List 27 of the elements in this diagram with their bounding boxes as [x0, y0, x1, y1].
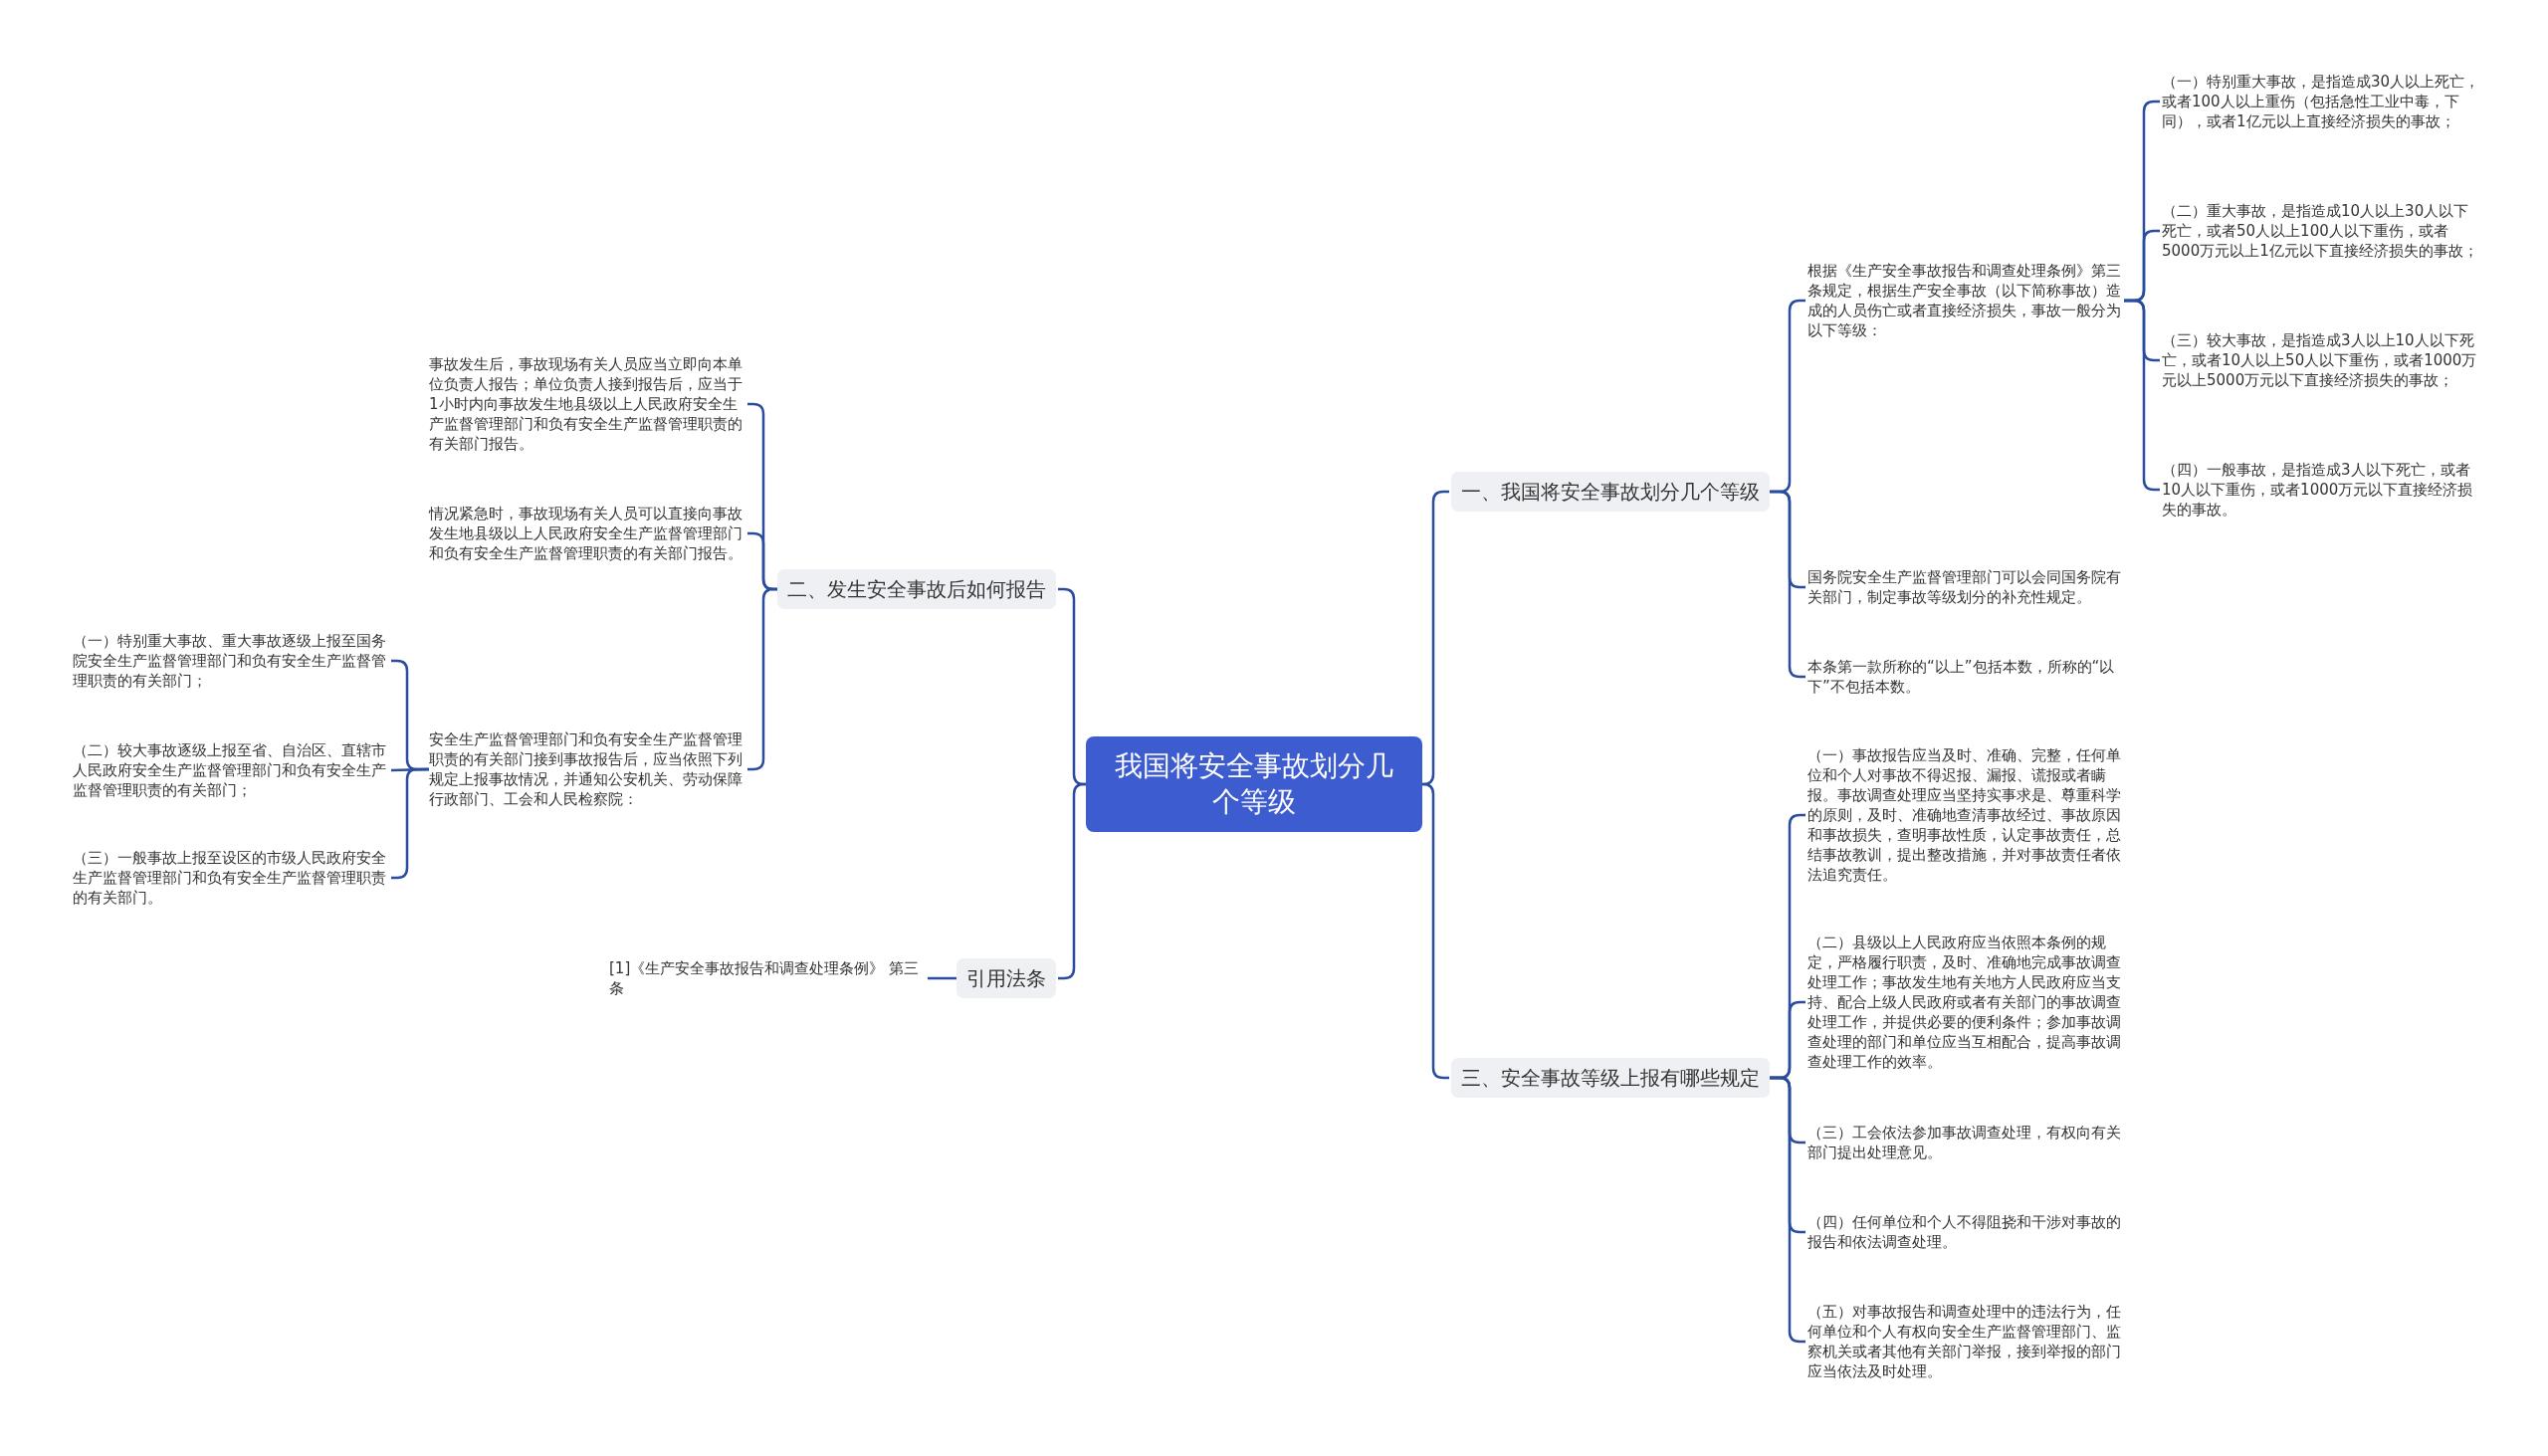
connector-line	[1421, 782, 1449, 1080]
note-text: （一）特别重大事故、重大事故逐级上报至国务院安全生产监督管理部门和负有安全生产监督管理职责的有关部门；	[73, 631, 389, 691]
note-text: （四）一般事故，是指造成3人以下死亡，或者10人以下重伤，或者1000万元以下直接经济损失的事故。	[2162, 460, 2480, 520]
note-text: （三）较大事故，是指造成3人以上10人以下死亡，或者10人以上50人以下重伤，或者1000万元以上5000万元以下直接经济损失的事故；	[2162, 330, 2480, 390]
note-text: （二）较大事故逐级上报至省、自治区、直辖市人民政府安全生产监督管理部门和负有安全生产监督管理职责的有关部门；	[73, 740, 389, 800]
note-text: 事故发生后，事故现场有关人员应当立即向本单位负责人报告；单位负责人接到报告后，应当于1小时内向事故发生地县级以上人民政府安全生产监督管理部门和负有安全生产监督管理职责的有关部门报告。	[429, 354, 745, 454]
note-text: （一）特别重大事故，是指造成30人以上死亡，或者100人以上重伤（包括急性工业中毒，下同），或者1亿元以上直接经济损失的事故；	[2162, 72, 2480, 131]
connector-line	[928, 976, 956, 980]
topic-box: 引用法条	[956, 958, 1056, 998]
note-text: 情况紧急时，事故现场有关人员可以直接向事故发生地县级以上人民政府安全生产监督管理部门和负有安全生产监督管理职责的有关部门报告。	[429, 504, 745, 563]
note-text: （三）工会依法参加事故调查处理，有权向有关部门提出处理意见。	[1807, 1123, 2124, 1162]
topic-box: 二、发生安全事故后如何报告	[777, 569, 1056, 609]
note-text: （四）任何单位和个人不得阻挠和干涉对事故的报告和依法调查处理。	[1807, 1212, 2124, 1252]
note-text: 安全生产监督管理部门和负有安全生产监督管理职责的有关部门接到事故报告后，应当依照下列规定上报事故情况，并通知公安机关、劳动保障行政部门、工会和人民检察院：	[429, 729, 745, 809]
note-text: 根据《生产安全事故报告和调查处理条例》第三条规定，根据生产安全事故（以下简称事故）造成的人员伤亡或者直接经济损失，事故一般分为以下等级：	[1807, 261, 2124, 340]
topic-box: 三、安全事故等级上报有哪些规定	[1451, 1058, 1770, 1098]
note-text: （二）重大事故，是指造成10人以上30人以下死亡，或者50人以上100人以下重伤，或者5000万元以上1亿元以下直接经济损失的事故；	[2162, 201, 2480, 261]
note-text: （一）事故报告应当及时、准确、完整，任何单位和个人对事故不得迟报、漏报、谎报或者瞒报。事故调查处理应当坚持实事求是、尊重科学的原则，及时、准确地查清事故经过、事故原因和事故损失，查明事故性质，认定事故责任，总结事故教训，提出整改措施，并对事故责任者依法追究责任。	[1807, 745, 2124, 885]
topic-box: 一、我国将安全事故划分几个等级	[1451, 472, 1770, 512]
note-text: （二）县级以上人民政府应当依照本条例的规定，严格履行职责，及时、准确地完成事故调查处理工作；事故发生地有关地方人民政府应当支持、配合上级人民政府或者有关部门的事故调查处理工作，并提供必要的便利条件；参加事故调查处理的部门和单位应当互相配合，提高事故调查处理工作的效率。	[1807, 933, 2124, 1072]
note-text: 本条第一款所称的“以上”包括本数，所称的“以下”不包括本数。	[1807, 657, 2124, 697]
note-text: （三）一般事故上报至设区的市级人民政府安全生产监督管理部门和负有安全生产监督管理职责的有关部门。	[73, 848, 389, 908]
connector-line	[1058, 782, 1086, 980]
note-text: （五）对事故报告和调查处理中的违法行为，任何单位和个人有权向安全生产监督管理部门、监察机关或者其他有关部门举报，接到举报的部门应当依法及时处理。	[1807, 1302, 2124, 1381]
note-text: 国务院安全生产监督管理部门可以会同国务院有关部门，制定事故等级划分的补充性规定。	[1807, 567, 2124, 607]
note-text: [1]《生产安全事故报告和调查处理条例》 第三条	[609, 958, 926, 998]
central-topic-box: 我国将安全事故划分几个等级	[1086, 736, 1422, 832]
